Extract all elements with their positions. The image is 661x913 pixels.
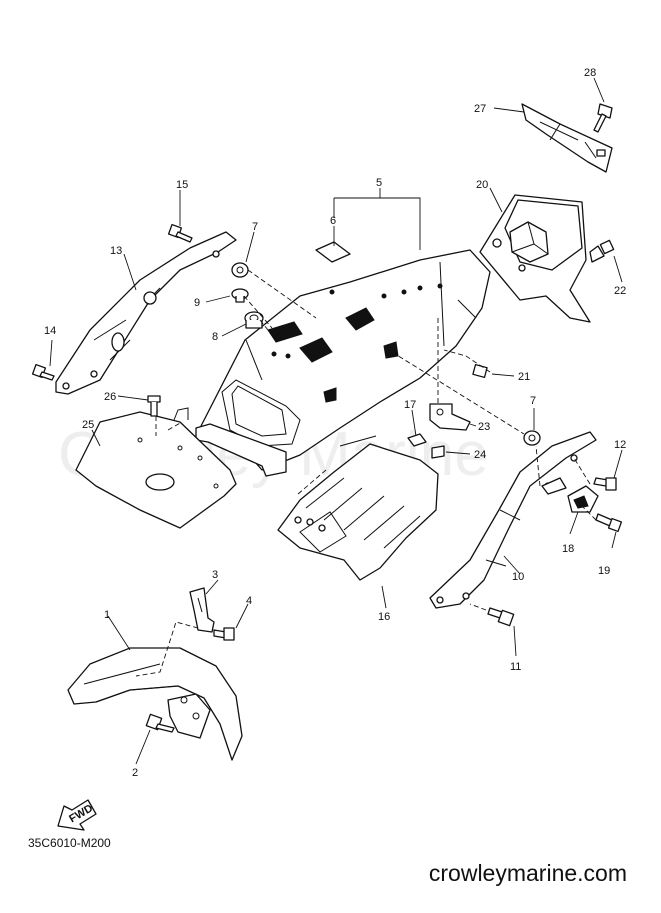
fwd-arrow-icon: FWD (57, 799, 97, 831)
callout-22: 22 (614, 285, 626, 297)
callout-8: 8 (212, 331, 218, 343)
callout-6: 6 (330, 215, 336, 227)
callout-23: 23 (478, 421, 490, 433)
collar-7-right (523, 430, 541, 446)
bushing-8 (244, 311, 264, 329)
grommet-9 (231, 288, 249, 303)
callout-12: 12 (614, 439, 626, 451)
bolt-14 (31, 363, 55, 381)
license-bracket (521, 103, 613, 173)
nut-21 (472, 363, 488, 379)
diagram-code: 35C6010-M200 (28, 836, 111, 850)
bolt-28 (593, 103, 613, 133)
bracket-3 (189, 587, 215, 633)
callout-13: 13 (110, 245, 122, 257)
mud-flap (75, 407, 237, 529)
callout-7-left: 7 (252, 221, 258, 233)
reflector-bracket-18 (541, 477, 599, 513)
callout-28: 28 (584, 67, 596, 79)
callout-2: 2 (132, 767, 138, 779)
callout-24: 24 (474, 449, 486, 461)
callout-25: 25 (82, 419, 94, 431)
tail-light (479, 194, 591, 323)
callout-17: 17 (404, 399, 416, 411)
bolt-4 (213, 627, 235, 641)
callout-27: 27 (474, 103, 486, 115)
callout-labels: 1 2 3 4 5 6 7 7 8 9 10 11 12 13 14 15 16… (44, 67, 626, 779)
callout-4: 4 (246, 595, 252, 607)
rear-fender (195, 249, 491, 477)
callout-9: 9 (194, 297, 200, 309)
site-name: crowleymarine.com (428, 860, 627, 886)
callout-1: 1 (104, 609, 110, 621)
callout-5: 5 (376, 177, 382, 189)
bracket-23 (429, 403, 471, 431)
fender-label-6 (315, 241, 351, 263)
inner-fender (277, 443, 439, 581)
callout-21: 21 (518, 371, 530, 383)
callout-7-right: 7 (530, 395, 536, 407)
collar-7-left (231, 262, 249, 278)
screw-19 (595, 513, 623, 533)
callout-11: 11 (510, 661, 521, 673)
screw-22 (589, 239, 615, 263)
bolt-11 (487, 607, 515, 627)
callout-16: 16 (378, 611, 390, 623)
bolt-12 (593, 477, 617, 491)
callout-14: 14 (44, 325, 56, 337)
callout-15: 15 (176, 179, 188, 191)
callout-10: 10 (512, 571, 524, 583)
bolt-2 (145, 713, 175, 733)
bolt-15 (167, 223, 193, 243)
bolt-26 (147, 395, 161, 417)
left-side-rail (55, 231, 237, 395)
callout-3: 3 (212, 569, 218, 581)
callout-18: 18 (562, 543, 574, 555)
callout-26: 26 (104, 391, 116, 403)
callout-19: 19 (598, 565, 610, 577)
callout-20: 20 (476, 179, 488, 191)
front-fender (67, 647, 243, 761)
